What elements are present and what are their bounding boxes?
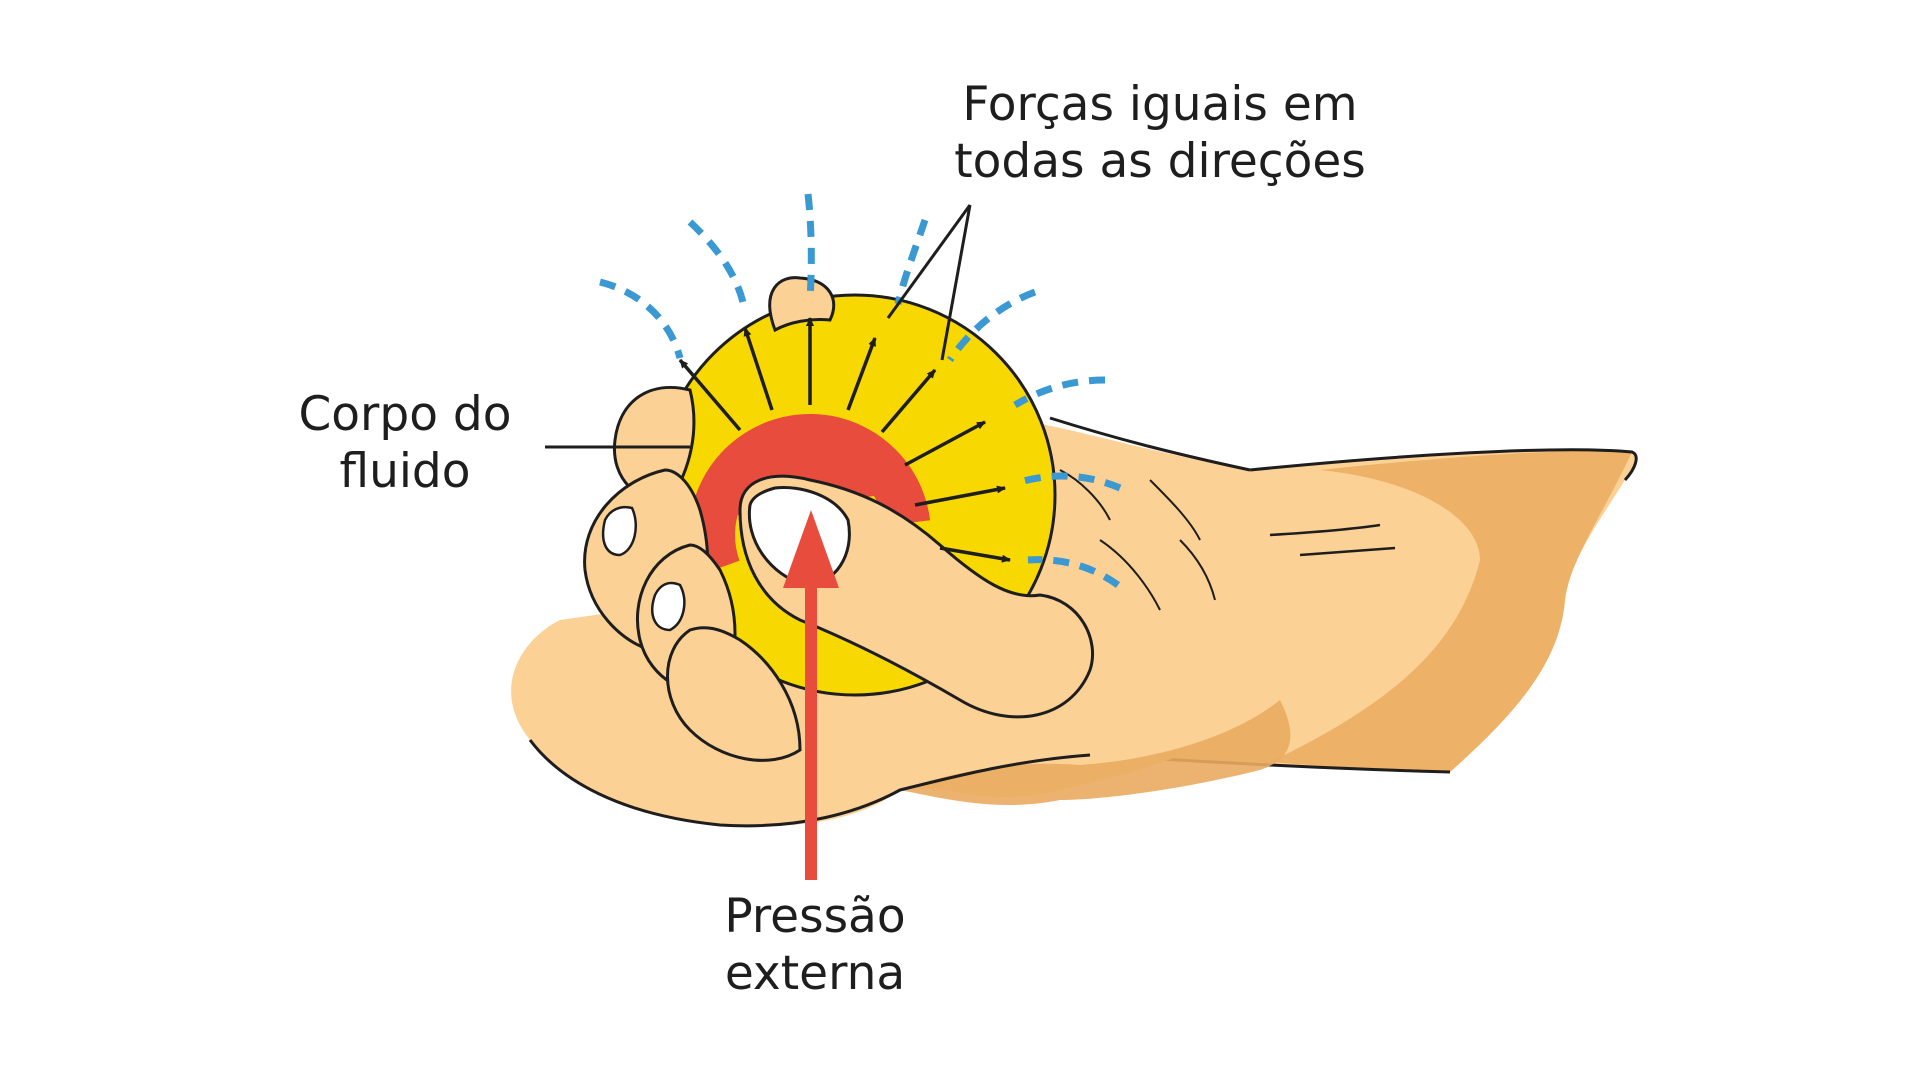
wave-5 [947, 288, 1037, 362]
pressure-arrow-shaft [805, 575, 817, 880]
wave-8 [1027, 556, 1121, 588]
pressure-waves [599, 193, 1122, 588]
middle-finger-nail [601, 505, 637, 557]
external-pressure-label-line2: externa [724, 946, 906, 1001]
wave-3 [804, 193, 815, 301]
top-finger-tip [768, 276, 836, 333]
hand-outline-top [1049, 416, 1251, 472]
forearm-top-outline [1249, 448, 1638, 482]
external-pressure-label-line1: Pressão [724, 889, 906, 944]
external-pressure-label: Pressão externa [695, 888, 935, 1002]
force-arrow-6 [904, 420, 986, 467]
leader-lines [545, 204, 972, 449]
force-arrow-7 [914, 485, 1006, 507]
force-arrow-2 [743, 327, 774, 411]
force-arrow-8 [939, 546, 1011, 563]
little-finger [666, 626, 802, 762]
forces-leader-1 [886, 204, 972, 319]
force-arrow-1 [678, 358, 742, 432]
forces-label-line1: Forças iguais em [962, 77, 1358, 132]
knuckle-creases [1059, 469, 1216, 611]
force-arrow-4 [846, 337, 877, 411]
palm-shadow [900, 700, 1291, 806]
pressure-arrow-head [783, 510, 839, 588]
forearm-wrinkle [1269, 523, 1396, 557]
force-arrow-5 [880, 368, 937, 434]
force-arrows [678, 317, 1011, 563]
wave-4 [894, 218, 929, 305]
fluid-body-label-line1: Corpo do [298, 387, 512, 442]
external-pressure-arrow [783, 510, 839, 880]
fingers [583, 276, 1095, 762]
forearm-shadow [1270, 450, 1632, 772]
fluid-body-label: Corpo do fluido [280, 386, 530, 500]
wave-1 [599, 278, 684, 359]
wave-7 [1019, 472, 1122, 492]
forces-leader-2 [940, 204, 972, 361]
ring-finger-nail [651, 581, 686, 632]
hand-outline-bottom [528, 739, 1091, 828]
forces-label-line2: todas as direções [954, 134, 1366, 189]
forces-label: Forças iguais em todas as direções [940, 76, 1380, 190]
fluid-body-label-line2: fluido [339, 444, 471, 499]
wave-6 [1013, 376, 1106, 409]
wave-2 [687, 219, 749, 313]
